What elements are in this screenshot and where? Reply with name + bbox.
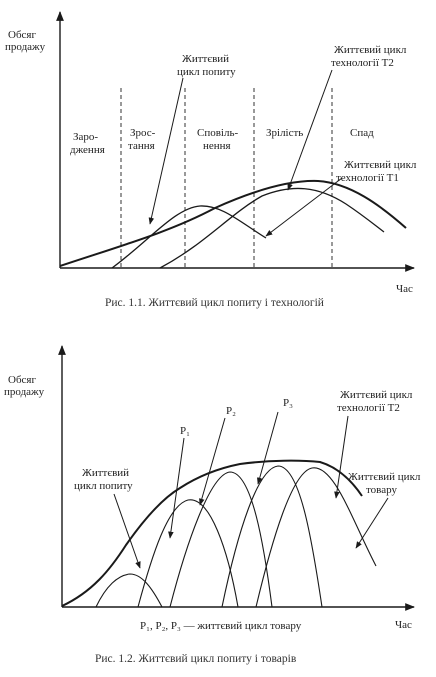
fig2-p2-label: P₂ (226, 405, 236, 417)
fig1-phase-decline: Спад (350, 127, 374, 139)
fig2-product-curve-p1 (137, 499, 239, 608)
fig1-tech2-label-2: технології Т2 (331, 57, 394, 69)
fig1-tech1-label-1: Життєвий цикл (344, 159, 417, 171)
fig2-p3-label: P₃ (283, 397, 293, 409)
fig1-phase-birth-2: дження (70, 144, 105, 156)
fig1-tech2-label-1: Життєвий цикл (334, 44, 407, 56)
fig2-product-pointer (355, 497, 389, 549)
fig2-x-label: Час (395, 619, 412, 631)
fig2-demand-label-2: цикл попиту (74, 480, 133, 492)
fig2-p1-label: P₁ (180, 425, 190, 437)
fig1-phase-birth-1: Заро- (73, 131, 98, 143)
fig1-demand-pointer (148, 77, 184, 225)
fig1-phase-slowdown-1: Сповіль- (197, 127, 238, 139)
fig1-phase-maturity: Зрілість (266, 127, 303, 139)
fig2-product-curve-4 (255, 467, 377, 608)
fig2-tech2-label-2: технології Т2 (337, 402, 400, 414)
fig2-tech2-pointer (334, 415, 349, 499)
fig1-tech2-curve (159, 187, 385, 269)
figure-2: Обсяг продажу Час P₁ P₂ P₃ Життєвий цикл… (4, 345, 421, 665)
fig2-p3-pointer (256, 411, 279, 485)
fig1-tech1-curve (111, 205, 267, 269)
fig2-y-label-1: Обсяг (8, 374, 36, 386)
fig2-p1-pointer (168, 437, 185, 539)
fig2-product-curve-p3 (221, 465, 323, 608)
fig2-product-label-1: Життєвий цикл (348, 471, 421, 483)
fig1-caption: Рис. 1.1. Життєвий цикл попиту і техноло… (105, 297, 324, 309)
fig2-p2-pointer (199, 417, 226, 506)
fig1-x-label: Час (396, 283, 413, 295)
fig1-tech1-label-2: технології Т1 (336, 172, 399, 184)
fig1-demand-label-2: цикл попиту (177, 66, 236, 78)
fig2-y-label-2: продажу (4, 386, 45, 398)
fig2-demand-curve (61, 459, 363, 607)
fig1-y-label-1: Обсяг (8, 29, 36, 41)
fig2-demand-pointer (113, 493, 141, 569)
fig1-demand-label-1: Життєвий (182, 53, 229, 65)
fig1-demand-curve (59, 179, 407, 267)
fig1-phase-slowdown-2: нення (203, 140, 231, 152)
fig2-product-curve-p2 (169, 471, 273, 608)
figure-1: Обсяг продажу Час Заро- дження Зрос- тан… (5, 11, 417, 309)
fig1-phase-growth-2: тання (128, 140, 155, 152)
fig2-demand-label-1: Життєвий (82, 467, 129, 479)
fig1-y-label-2: продажу (5, 41, 46, 53)
fig2-caption: Рис. 1.2. Життєвий цикл попиту і товарів (95, 653, 297, 665)
fig2-product-label-2: товару (366, 484, 397, 496)
fig1-phase-growth-1: Зрос- (130, 127, 156, 139)
fig2-tech2-label-1: Життєвий цикл (340, 389, 413, 401)
fig1-tech1-pointer (265, 177, 343, 237)
fig1-tech2-pointer (287, 69, 333, 191)
fig2-product-curve-0 (95, 573, 163, 608)
fig2-note: P₁, P₂, P₃ — життєвий цикл товару (140, 620, 302, 632)
